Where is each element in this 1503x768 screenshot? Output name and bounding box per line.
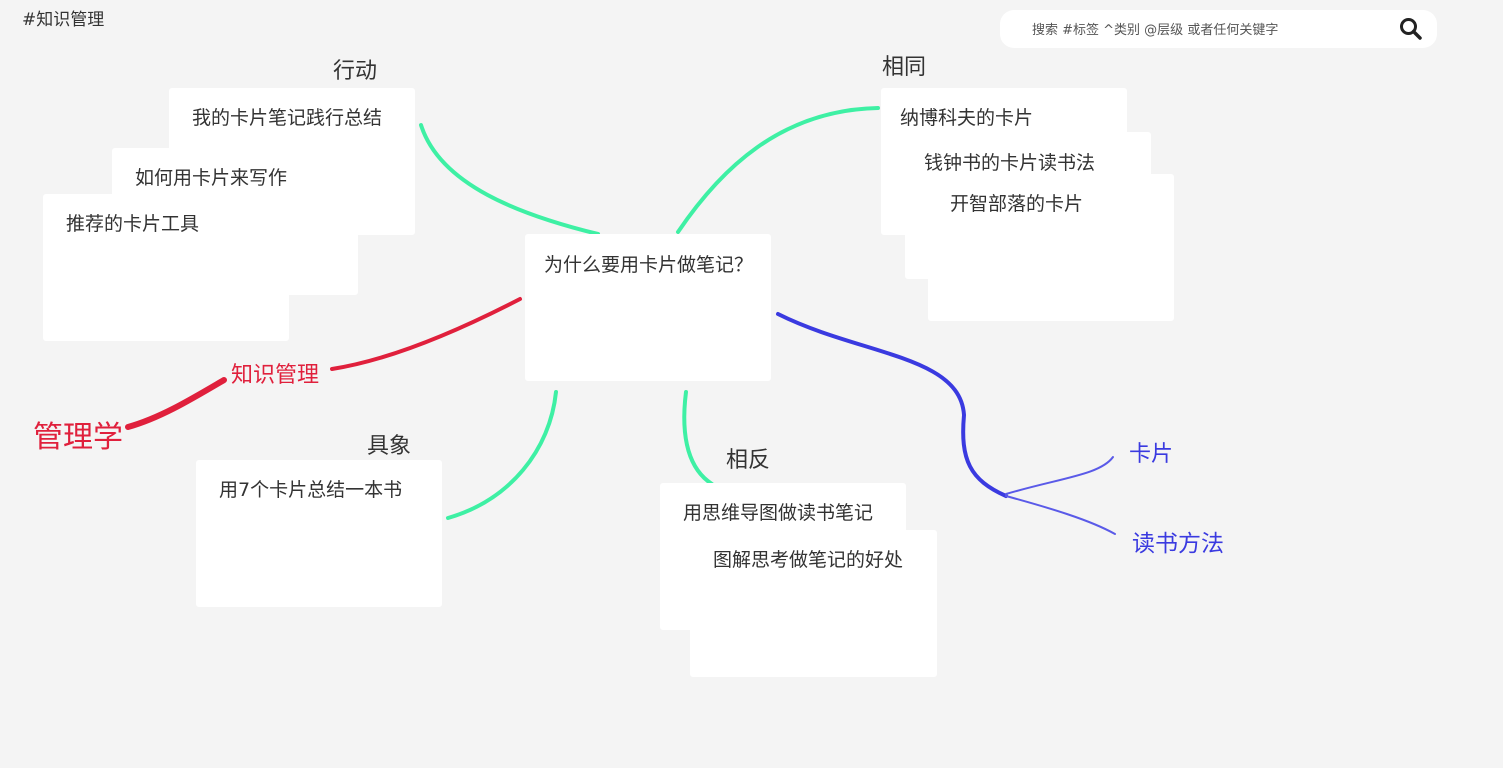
- card-action-3[interactable]: 推荐的卡片工具: [43, 194, 289, 341]
- link-child-tags: [776, 312, 1008, 498]
- link-child-tag-1: [1005, 456, 1114, 495]
- relation-label-same: 相同: [882, 55, 927, 80]
- relation-label-opposite: 相反: [726, 448, 771, 473]
- page-tag-title: #知识管理: [22, 10, 105, 30]
- link-concrete: [446, 390, 558, 520]
- card-title: 我的卡片笔记践行总结: [192, 107, 383, 129]
- relation-label-concrete: 具象: [367, 434, 412, 459]
- card-title: 用思维导图做读书笔记: [683, 502, 874, 524]
- card-title: 图解思考做笔记的好处: [713, 549, 904, 571]
- card-opposite-2[interactable]: 图解思考做笔记的好处: [690, 530, 937, 677]
- link-action: [419, 123, 600, 236]
- link-parent-tag: [330, 297, 522, 371]
- search-input[interactable]: [1030, 18, 1394, 42]
- child-tag-label-2[interactable]: 读书方法: [1132, 531, 1224, 557]
- search-icon[interactable]: [1398, 16, 1424, 42]
- link-grandparent-tag: [125, 377, 227, 430]
- card-title: 纳博科夫的卡片: [900, 107, 1034, 129]
- card-concrete-1[interactable]: 用7个卡片总结一本书: [196, 460, 442, 607]
- card-title: 开智部落的卡片: [950, 193, 1084, 215]
- card-title: 如何用卡片来写作: [135, 167, 288, 189]
- parent-tag-label[interactable]: 知识管理: [231, 363, 320, 388]
- center-card-title: 为什么要用卡片做笔记？: [544, 254, 754, 276]
- search-bar: [1000, 10, 1437, 48]
- grandparent-tag-label[interactable]: 管理学: [33, 420, 123, 455]
- card-title: 钱钟书的卡片读书法: [924, 152, 1096, 174]
- card-title: 推荐的卡片工具: [66, 213, 200, 235]
- link-child-tag-2: [1005, 495, 1116, 535]
- child-tag-label-1[interactable]: 卡片: [1129, 442, 1174, 467]
- relation-label-action: 行动: [333, 59, 378, 84]
- link-same: [676, 106, 880, 234]
- link-opposite: [682, 390, 714, 486]
- center-card[interactable]: 为什么要用卡片做笔记？: [525, 234, 771, 381]
- card-same-3[interactable]: 开智部落的卡片: [928, 174, 1174, 321]
- card-title: 用7个卡片总结一本书: [219, 479, 403, 501]
